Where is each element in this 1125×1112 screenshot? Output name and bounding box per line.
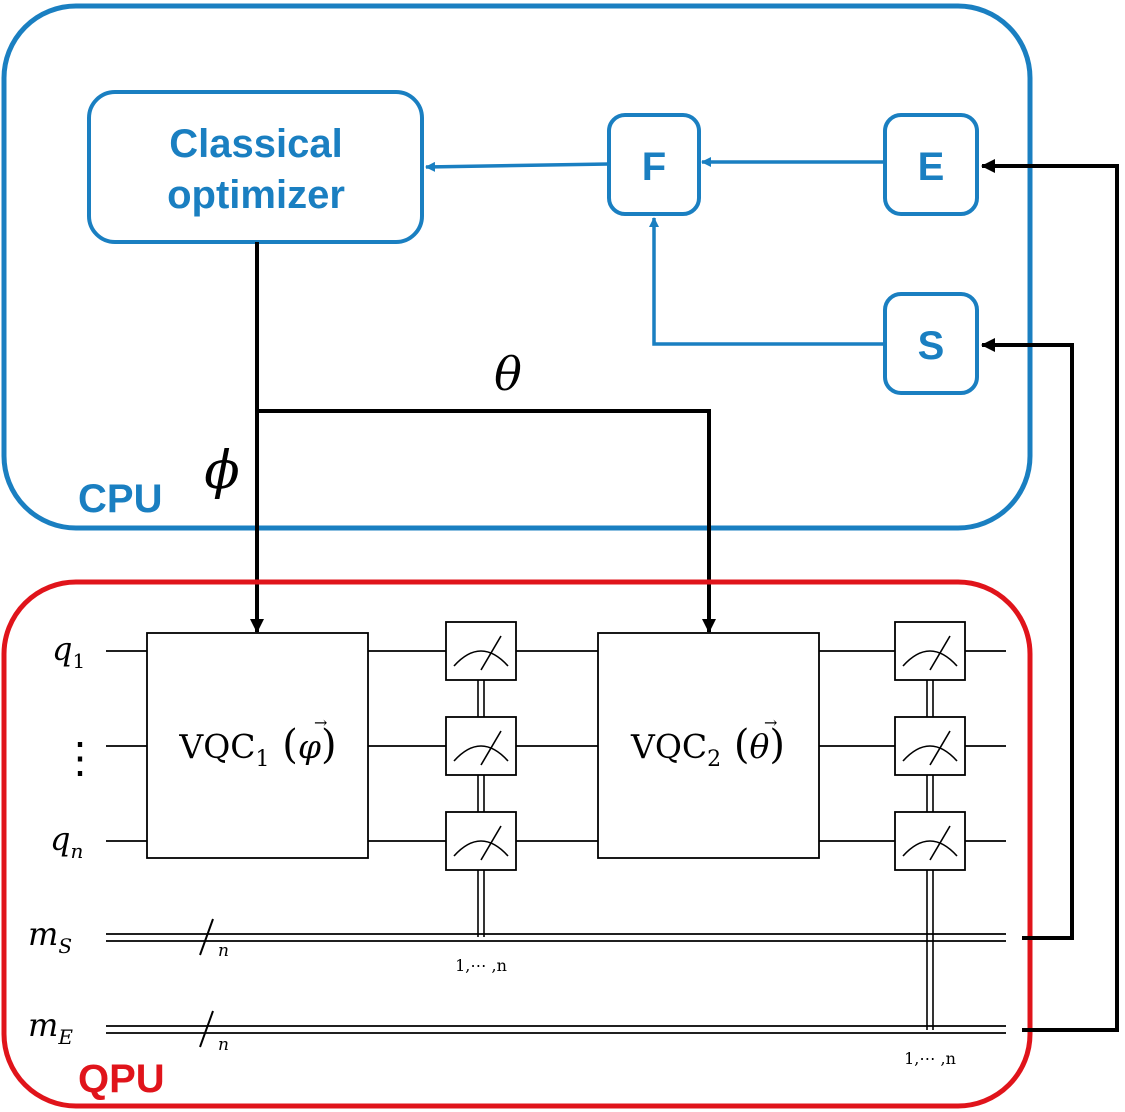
arrow-me-to-e bbox=[981, 159, 1119, 1032]
s-label: S bbox=[918, 324, 945, 368]
meter-icon bbox=[894, 621, 966, 681]
qpu-label: QPU bbox=[78, 1057, 165, 1101]
meter-icon bbox=[894, 716, 966, 776]
me-meas-range: 1,⋯ ,n bbox=[904, 1049, 956, 1068]
ms-bus-width: n bbox=[218, 941, 229, 961]
vqc1-label: VQC1 (φ) bbox=[178, 722, 336, 772]
arrow-f-to-optimizer bbox=[425, 161, 610, 172]
wire-label-dots: ⋮ bbox=[59, 733, 101, 782]
qpu-container bbox=[1, 579, 1033, 1109]
classical-optimizer-box bbox=[87, 90, 424, 244]
classical-registers bbox=[106, 933, 1006, 1034]
e-box bbox=[883, 113, 979, 216]
wire-label-me: mE bbox=[28, 1006, 73, 1049]
vqc1-box bbox=[146, 632, 369, 859]
me-bus-width: n bbox=[218, 1035, 229, 1055]
meter-icon bbox=[445, 811, 517, 871]
cpu-label: CPU bbox=[78, 477, 162, 521]
arrow-ms-to-s bbox=[981, 338, 1074, 940]
me-slash bbox=[199, 1010, 214, 1048]
optimizer-label-line1: Classical bbox=[169, 122, 342, 166]
wire-label-q1: q1 bbox=[52, 630, 85, 673]
vqc2-label: VQC2 (θ) bbox=[630, 722, 785, 772]
theta-label: θ bbox=[494, 347, 522, 401]
ms-slash bbox=[199, 918, 214, 956]
meter-icon bbox=[445, 621, 517, 681]
vqc2-param-arrow: → bbox=[764, 713, 777, 732]
wire-label-qn: qn bbox=[50, 820, 83, 863]
arrow-theta bbox=[257, 409, 716, 633]
meter-icon bbox=[894, 811, 966, 871]
cpu-container bbox=[1, 3, 1033, 531]
meter-icon bbox=[445, 716, 517, 776]
vqc1-param-arrow: → bbox=[314, 713, 327, 732]
ms-meas-range: 1,⋯ ,n bbox=[455, 956, 507, 975]
vqc2-box bbox=[597, 632, 820, 859]
wire-label-ms: mS bbox=[28, 915, 72, 958]
phi-label: ϕ bbox=[204, 441, 239, 501]
arrow-s-to-f bbox=[649, 217, 885, 346]
f-label: F bbox=[642, 145, 666, 189]
optimizer-label-line2: optimizer bbox=[167, 173, 345, 217]
e-label: E bbox=[918, 145, 945, 189]
